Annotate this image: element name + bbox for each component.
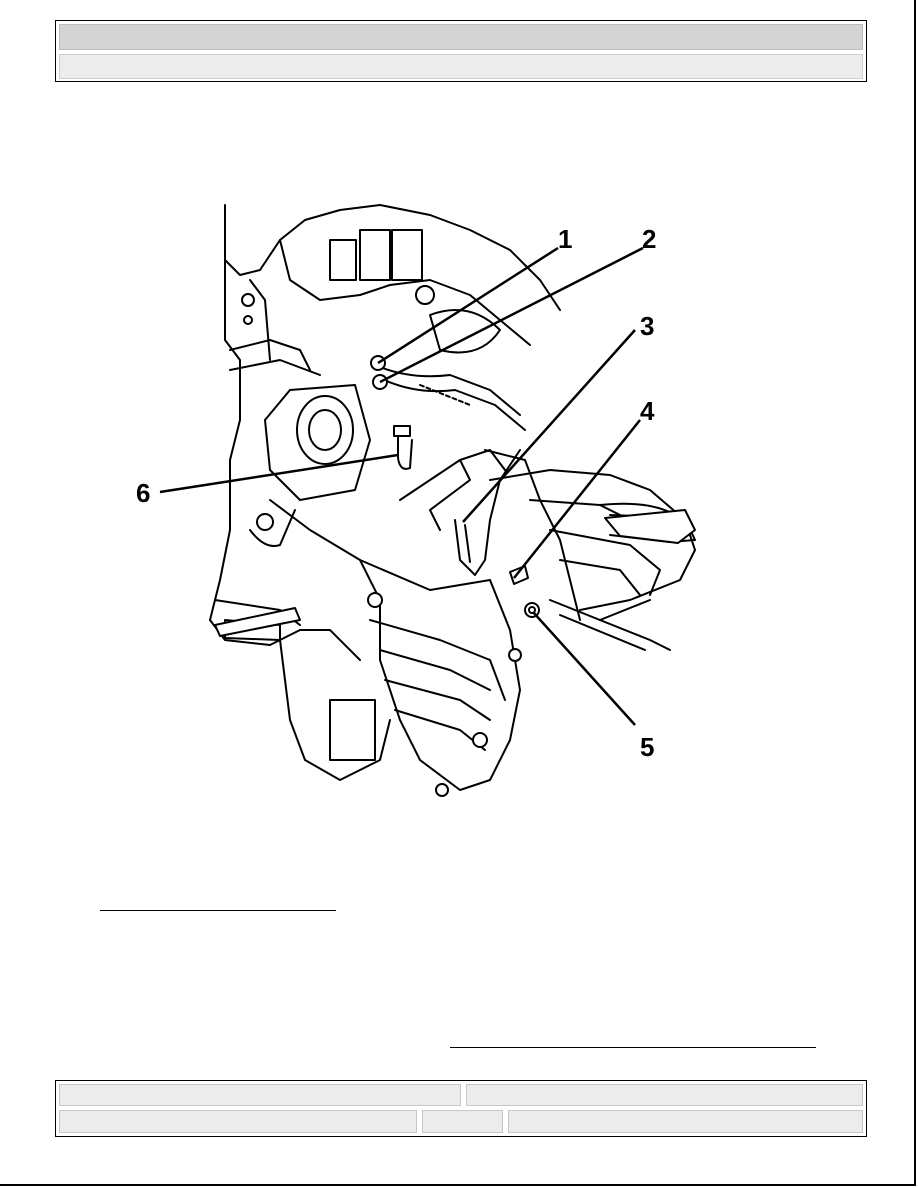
header-subtitle-bar xyxy=(59,54,863,79)
callout-3: 3 xyxy=(640,311,654,341)
callout-6: 6 xyxy=(136,478,150,508)
footer-top-left xyxy=(59,1084,461,1106)
footer-top-right xyxy=(466,1084,863,1106)
engine-diagram: 1 2 3 4 5 6 xyxy=(136,204,696,797)
callout-1: 1 xyxy=(558,224,572,254)
footer-bottom-left xyxy=(59,1110,417,1133)
callout-2: 2 xyxy=(642,224,656,254)
footer-bottom-mid xyxy=(422,1110,503,1133)
header-title-text xyxy=(60,25,862,33)
link-underline-left[interactable] xyxy=(100,910,336,911)
page-footer xyxy=(55,1080,867,1137)
callout-5: 5 xyxy=(640,732,654,762)
header-subtitle-text xyxy=(60,55,862,63)
header-title-bar xyxy=(59,24,863,50)
page-header xyxy=(55,20,867,82)
link-underline-right[interactable] xyxy=(450,1047,816,1048)
callout-4: 4 xyxy=(640,396,655,426)
footer-bottom-right xyxy=(508,1110,863,1133)
